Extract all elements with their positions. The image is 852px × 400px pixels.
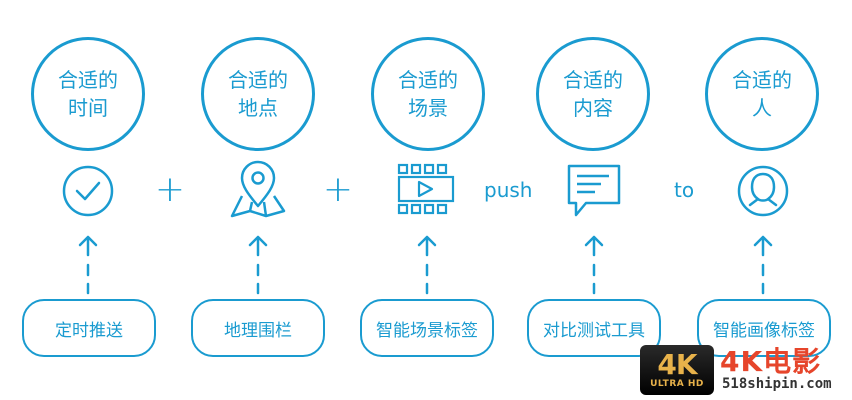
circle-right-person: 合适的 人 <box>705 37 819 151</box>
watermark-logo: 4K ULTRA HD <box>640 345 714 395</box>
circle-right-scene: 合适的 场景 <box>371 37 485 151</box>
circle-right-time: 合适的 时间 <box>31 37 145 151</box>
box-label: 智能画像标签 <box>713 320 815 341</box>
watermark-logo-small: ULTRA HD <box>650 378 704 389</box>
box-scene-tags: 智能场景标签 <box>360 299 494 357</box>
box-label: 定时推送 <box>55 320 123 341</box>
clock-icon <box>62 165 114 217</box>
chat-message-icon <box>567 164 621 217</box>
circle-line2: 内容 <box>573 96 613 120</box>
push-label: push <box>484 178 533 202</box>
circle-line2: 时间 <box>68 96 108 120</box>
circle-line2: 人 <box>752 96 772 120</box>
film-play-icon <box>397 163 455 215</box>
up-arrow <box>584 235 604 295</box>
watermark-url: 518shipin.com <box>722 376 832 392</box>
box-geofence: 地理围栏 <box>191 299 325 357</box>
plus-operator: + <box>322 169 354 210</box>
box-scheduled-push: 定时推送 <box>22 299 156 357</box>
watermark-logo-big: 4K <box>657 347 697 381</box>
circle-line1: 合适的 <box>58 68 118 92</box>
circle-line1: 合适的 <box>732 68 792 92</box>
user-head-icon <box>737 165 789 217</box>
circle-line1: 合适的 <box>563 68 623 92</box>
up-arrow <box>248 235 268 295</box>
box-label: 智能场景标签 <box>376 320 478 341</box>
up-arrow <box>78 235 98 295</box>
up-arrow <box>417 235 437 295</box>
circle-line2: 场景 <box>408 96 448 120</box>
watermark-title: 4K电影 <box>720 345 822 378</box>
map-pin-icon <box>230 160 286 218</box>
circle-right-place: 合适的 地点 <box>201 37 315 151</box>
box-label: 地理围栏 <box>224 320 292 341</box>
to-label: to <box>674 178 695 202</box>
up-arrow <box>753 235 773 295</box>
circle-line1: 合适的 <box>228 68 288 92</box>
circle-line2: 地点 <box>238 96 278 120</box>
circle-right-content: 合适的 内容 <box>536 37 650 151</box>
circle-line1: 合适的 <box>398 68 458 92</box>
box-label: 对比测试工具 <box>543 320 645 341</box>
box-persona-tags: 智能画像标签 <box>697 299 831 357</box>
box-ab-test-tool: 对比测试工具 <box>527 299 661 357</box>
plus-operator: + <box>154 169 186 210</box>
